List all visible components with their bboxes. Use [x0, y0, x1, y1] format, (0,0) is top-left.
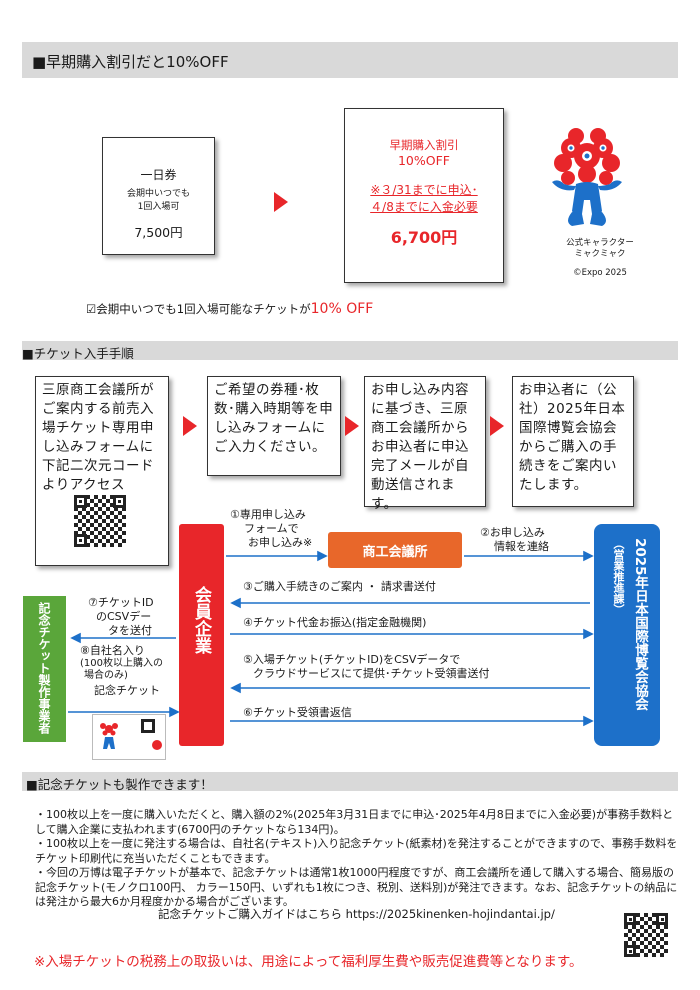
arrow-right-icon [274, 192, 288, 212]
chamber-label: 商工会議所 [362, 545, 428, 560]
arrow-7-line2: のCSVデー [96, 610, 152, 623]
arrow-right-icon [490, 416, 504, 436]
section-title: ■チケット入手手順 [22, 346, 134, 361]
section-title: ■早期購入割引だと10%OFF [32, 53, 229, 71]
arrow-1-label: ①専用申し込み フォームで お申し込み※ [230, 508, 312, 550]
section-procedure-header: ■チケット入手手順 [22, 341, 678, 361]
arrow-3-label: ③ご購入手続きのご案内 ・ 請求書送付 [243, 580, 436, 593]
arrow-8-line2: (100枚以上購入の [80, 657, 163, 669]
section-title: ■記念チケットも製作できます！ [26, 777, 213, 792]
discount-note: ☑会期中いつでも1回入場可能なチケットが10% OFF [86, 301, 373, 317]
discount-label: 早期購入割引 [389, 138, 459, 152]
step-3-box: お申し込み内容に基づき、三原商工会議所からお申込者に申込完了メールが自動送信され… [364, 376, 486, 512]
arrow-8-label: ⑧自社名入り (100枚以上購入の 場合のみ) 記念チケット [80, 644, 163, 697]
ticket-price: 7,500円 [134, 225, 183, 240]
arrow-7-line3: タを送付 [108, 624, 152, 637]
arrow-8-line3: 場合のみ) [84, 670, 128, 681]
tax-footnote: ※入場チケットの税務上の取扱いは、用途によって福利厚生費や販売促進費等となります… [34, 954, 583, 970]
discount-note-text: ☑会期中いつでも1回入場可能なチケットが [86, 302, 311, 316]
discount-off: 10%OFF [397, 153, 450, 168]
arrow-2-label: ②お申し込み 情報を連絡 [480, 526, 549, 554]
section-early-discount-header: ■早期購入割引だと10%OFF [22, 42, 678, 78]
arrow-right-icon [345, 416, 359, 436]
commemorative-ticket-image [92, 714, 166, 760]
association-sublabel: （営業推進課） [612, 538, 625, 615]
member-company-label: 会員企業 [191, 586, 211, 654]
body-paragraph-3: ・今回の万博は電子チケットが基本で、記念チケットは通常1枚1000円程度ですが、… [35, 866, 678, 908]
discount-note-2: ４/8までに入金必要 [370, 200, 478, 214]
discount-price: 6,700円 [390, 228, 458, 247]
step-2-text: ご希望の券種･枚数･購入時期等を申し込みフォームにご入力ください。 [214, 382, 334, 455]
arrow-1-line2: フォームで [244, 522, 299, 535]
step-1-box: 三原商工会議所がご案内する前売入場チケット専用申し込みフォームに下記二次元コード… [35, 376, 169, 566]
ticket-desc-2: 1回入場可 [137, 202, 180, 212]
body-paragraph-1: ・100枚以上を一度に購入いただくと、購入額の2%(2025年3月31日までに申… [35, 808, 674, 836]
mascot-copyright: ©Expo 2025 [573, 268, 627, 278]
discount-note-1: ※３/31までに申込･ [370, 183, 478, 197]
arrow-right-icon [183, 416, 197, 436]
arrow-1-line3: お申し込み※ [248, 536, 313, 549]
qr-code-icon [74, 495, 126, 547]
member-company-box: 会員企業 [179, 524, 224, 746]
association-box: 2025年日本国際博覧会協会 （営業推進課） [594, 524, 660, 746]
discount-note-emphasis: 10% OFF [310, 301, 374, 317]
discount-ticket-box: 早期購入割引 10%OFF ※３/31までに申込･ ４/8までに入金必要 6,7… [344, 108, 504, 283]
arrow-5-line2: クラウドサービスにて提供･チケット受領書送付 [253, 667, 490, 680]
arrow-5-label: ⑤入場チケット(チケットID)をCSVデータで クラウドサービスにて提供･チケッ… [243, 653, 490, 681]
arrow-6-label: ⑥チケット受領書返信 [243, 706, 352, 719]
ticket-desc-1: 会期中いつでも [126, 189, 190, 199]
regular-ticket-box: 一日券 会期中いつでも 1回入場可 7,500円 [102, 137, 215, 255]
body-paragraph-2: ・100枚以上を一度に発注する場合は、自社名(テキスト)入り記念チケット(紙素材… [35, 837, 678, 865]
section-commemorative-header: ■記念チケットも製作できます！ [22, 772, 678, 792]
commemorative-body: ・100枚以上を一度に購入いただくと、購入額の2%(2025年3月31日までに申… [35, 808, 680, 910]
chamber-box: 商工会議所 [328, 532, 462, 568]
guide-link[interactable]: 記念チケットご購入ガイドはこちら https://2025kinenken-ho… [158, 907, 555, 921]
arrow-2-line2: 情報を連絡 [494, 540, 549, 553]
maker-box: 記念チケット製作事業者 [23, 596, 66, 742]
step-4-text: お申込者に（公社）2025年日本国際博覧会協会からご購入の手続きをご案内いたしま… [519, 382, 626, 493]
ticket-graphic-icon [100, 719, 162, 750]
step-2-box: ご希望の券種･枚数･購入時期等を申し込みフォームにご入力ください。 [207, 376, 341, 476]
maker-label: 記念チケット製作事業者 [37, 602, 51, 734]
mascot-caption-1: 公式キャラクター [566, 238, 634, 248]
arrow-8-line4: 記念チケット [94, 683, 160, 697]
guide-qr-code-icon [624, 913, 668, 957]
mascot-image [552, 128, 622, 226]
ticket-name: 一日券 [140, 168, 177, 182]
arrow-4-label: ④チケット代金お振込(指定金融機関) [243, 616, 427, 629]
arrow-7-line1: ⑦チケットID [88, 596, 154, 609]
arrow-2-line1: ②お申し込み [480, 526, 545, 539]
step-4-box: お申込者に（公社）2025年日本国際博覧会協会からご購入の手続きをご案内いたしま… [512, 376, 634, 507]
mascot-caption: 公式キャラクター ミャクミャク ©Expo 2025 [545, 238, 655, 279]
step-1-text: 三原商工会議所がご案内する前売入場チケット専用申し込みフォームに下記二次元コード… [42, 382, 154, 493]
arrow-5-line1: ⑤入場チケット(チケットID)をCSVデータで [243, 653, 461, 666]
association-label: 2025年日本国際博覧会協会 [632, 538, 648, 711]
arrow-1-line1: ①専用申し込み [230, 508, 306, 521]
step-3-text: お申し込み内容に基づき、三原商工会議所からお申込者に申込完了メールが自動送信され… [371, 382, 469, 512]
arrow-8-line1: ⑧自社名入り [80, 644, 145, 657]
mascot-caption-2: ミャクミャク [574, 249, 626, 259]
arrow-7-label: ⑦チケットID のCSVデー タを送付 [88, 596, 154, 638]
